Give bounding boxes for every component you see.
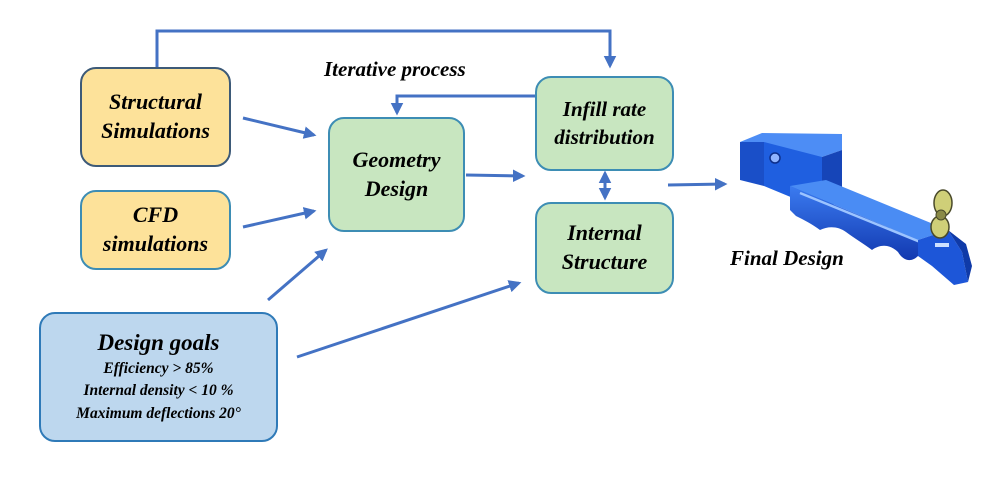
- structural-line1: Structural: [109, 89, 202, 115]
- structural-line2: Simulations: [101, 118, 210, 143]
- design-goal-efficiency: Efficiency > 85%: [103, 359, 214, 377]
- geometry-line1: Geometry: [352, 146, 441, 172]
- arrow-to-final-design: [667, 177, 728, 191]
- arrow-structural-to-infill: [155, 29, 617, 69]
- cfd-simulations-box: CFD simulations: [80, 190, 231, 270]
- infill-line2: distribution: [554, 124, 655, 149]
- arrow-structural-to-geometry: [242, 116, 317, 139]
- design-goal-density: Internal density < 10 %: [83, 382, 234, 400]
- arrow-iterative-loop: [390, 94, 536, 116]
- arrow-cfd-to-geometry: [242, 207, 317, 229]
- geometry-design-box: Geometry Design: [328, 117, 465, 232]
- final-design-model-image: [740, 133, 972, 285]
- internal-structure-box: Internal Structure: [535, 202, 674, 294]
- infill-line1: Infill rate: [562, 97, 647, 122]
- structural-simulations-box: Structural Simulations: [80, 67, 231, 167]
- design-goals-title: Design goals: [97, 329, 220, 355]
- design-goal-deflections: Maximum deflections 20°: [76, 404, 241, 422]
- internal-line2: Structure: [561, 249, 648, 274]
- infill-rate-distribution-box: Infill rate distribution: [535, 76, 674, 171]
- geometry-line2: Design: [364, 175, 429, 201]
- cfd-line2: simulations: [102, 231, 209, 256]
- iterative-process-label: Iterative process: [324, 57, 466, 81]
- cfd-line1: CFD: [132, 202, 179, 228]
- design-goals-box: Design goals Efficiency > 85% Internal d…: [39, 312, 278, 442]
- final-design-label: Final Design: [730, 246, 844, 270]
- arrow-goals-to-geometry: [267, 248, 328, 302]
- arrow-goals-to-internal: [296, 280, 522, 359]
- internal-line1: Internal: [567, 220, 642, 246]
- arrow-geometry-to-infill-internal: [465, 169, 526, 183]
